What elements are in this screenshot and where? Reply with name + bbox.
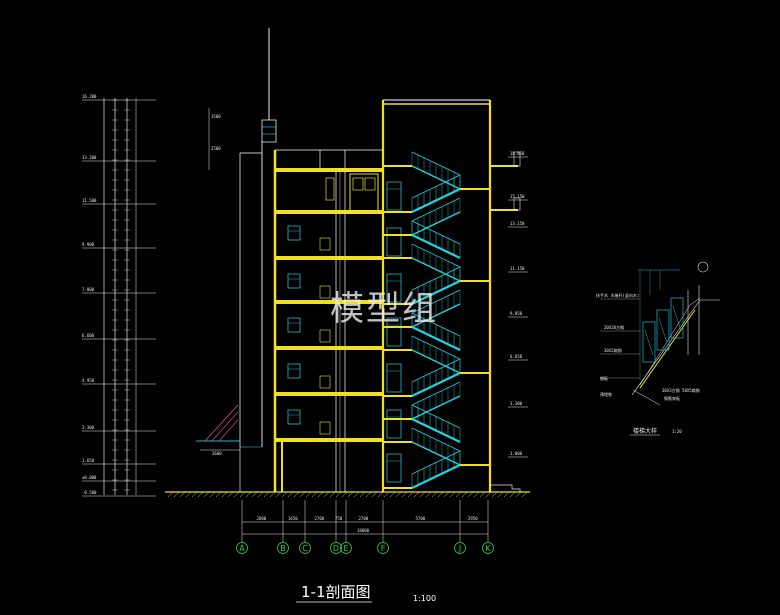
- drawing-scale: 1:100: [413, 594, 436, 603]
- grid-axis-bubble: [236, 542, 248, 554]
- roof-access-door: [325, 173, 379, 213]
- level-mark-label: 6.650: [510, 354, 523, 359]
- detail-label-handrail: 扶手木 木梯杆(竖向木): [596, 292, 639, 298]
- grid-axis-bubble: [299, 542, 311, 554]
- door-opening: [319, 329, 331, 343]
- svg-text:2500: 2500: [211, 146, 221, 151]
- elevation-label: 11.500: [82, 198, 97, 203]
- grid-axis-label: J: [458, 544, 461, 553]
- staircase: [383, 151, 490, 489]
- door-opening: [319, 421, 331, 435]
- dimension-segment: 5700: [416, 516, 426, 521]
- ground-line: [165, 491, 530, 498]
- grid-axis-bubble: [377, 542, 389, 554]
- dimension-segment: 1650: [288, 516, 298, 521]
- level-mark-label: 18.850: [510, 151, 525, 156]
- stair-door: [386, 363, 402, 393]
- dimension-total: 18000: [357, 528, 370, 533]
- grid-axis-label: F: [381, 544, 386, 553]
- watermark: 模型组: [330, 289, 438, 329]
- grid-axis-label: D: [333, 544, 339, 553]
- level-mark-label: 13.150: [510, 221, 525, 226]
- window: [287, 317, 301, 333]
- door-opening: [319, 285, 331, 299]
- detail-label-rebar: 钢筋穿板: [664, 395, 680, 401]
- floor-slab: [275, 346, 383, 350]
- grid-axis-bubble: [482, 542, 494, 554]
- dimension-segment: 2800: [257, 516, 267, 521]
- entrance-canopy: 2600: [196, 404, 240, 456]
- elevation-label: 3.300: [82, 425, 95, 430]
- level-mark-label: 11.150: [510, 266, 525, 271]
- detail-label-square-steel: 20X20方钢: [604, 324, 624, 330]
- stair-door: [386, 273, 402, 303]
- window: [287, 225, 301, 241]
- drawing-title: 1-1剖面图: [301, 583, 371, 601]
- dimension-segment: 2700: [315, 516, 325, 521]
- elevation-label: 16.200: [82, 94, 97, 99]
- bottom-dimensions: 2800 1650 2700 750 2700 5700 2950 18000: [242, 516, 488, 535]
- stair-detail: 扶手木 木梯杆(竖向木) 20X20方钢 30X2扁钢 钢板 预埋铁 30X3方…: [596, 261, 720, 436]
- elevation-scale: 16.200 13.200 11.500 9.900 7.800 6.600 4.950 3.…: [82, 94, 156, 497]
- left-tower: [239, 140, 263, 492]
- elevation-label: 9.900: [82, 242, 95, 247]
- grid-axis-label: B: [280, 544, 286, 553]
- grid-axis-bubble: [330, 542, 342, 554]
- grid-axis-label: K: [485, 544, 491, 553]
- stair-door: [386, 453, 402, 483]
- detail-scale: 1:20: [672, 429, 682, 434]
- floor-slab: [275, 300, 383, 304]
- level-mark-label: 1.000: [510, 451, 523, 456]
- roof-antenna: 1500 2500: [208, 28, 277, 170]
- svg-text:1500: 1500: [211, 114, 221, 119]
- grid-axis-bubble: [454, 542, 466, 554]
- right-level-marks: 18.850 15.150 13.150 11.150 9.050 6.650 3.300 1…: [508, 151, 528, 458]
- door-opening: [319, 375, 331, 389]
- door-opening: [319, 237, 331, 251]
- window: [287, 273, 301, 289]
- elevation-label: ±0.000: [82, 475, 97, 480]
- elevation-label: 6.600: [82, 333, 95, 338]
- floor-slab: [275, 438, 383, 442]
- elevation-label: 1.650: [82, 458, 95, 463]
- grid-axis-label: C: [302, 544, 308, 553]
- grid-axis-label: E: [343, 544, 348, 553]
- svg-text:2600: 2600: [212, 451, 222, 456]
- stair-door: [386, 317, 402, 347]
- floor-slab: [275, 210, 383, 214]
- dimension-segment: 750: [335, 516, 343, 521]
- stair-door: [386, 181, 402, 211]
- level-mark-label: 15.150: [510, 194, 525, 199]
- detail-label-steel-spec: 30X3方钢 50X5扁钢: [662, 387, 700, 393]
- elevation-label: 7.800: [82, 287, 95, 292]
- floor-slab: [275, 168, 383, 172]
- grid-axis-bubble: [277, 542, 289, 554]
- window: [287, 363, 301, 379]
- floor-slab: [275, 392, 383, 396]
- stair-door: [386, 227, 402, 257]
- floor-slab: [275, 256, 383, 260]
- stair-door: [386, 409, 402, 439]
- elevation-label: 4.950: [82, 378, 95, 383]
- detail-title: 楼梯大样: [633, 427, 657, 435]
- elevation-label: 13.200: [82, 155, 97, 160]
- window: [287, 409, 301, 425]
- dimension-segment: 2950: [468, 516, 478, 521]
- drawing-title-block: 1-1剖面图 1:100: [296, 583, 436, 603]
- detail-label-flat-steel: 30X2扁钢: [604, 347, 622, 353]
- detail-label-steel-plate: 钢板: [600, 375, 608, 381]
- level-mark-label: 9.050: [510, 311, 523, 316]
- grid-axis-bubble: [340, 542, 352, 554]
- level-mark-label: 3.300: [510, 401, 523, 406]
- grid-axis-label: A: [239, 544, 245, 553]
- dimension-segment: 2700: [359, 516, 369, 521]
- detail-label-embed: 预埋铁: [600, 391, 612, 397]
- elevation-label: -0.500: [82, 490, 97, 495]
